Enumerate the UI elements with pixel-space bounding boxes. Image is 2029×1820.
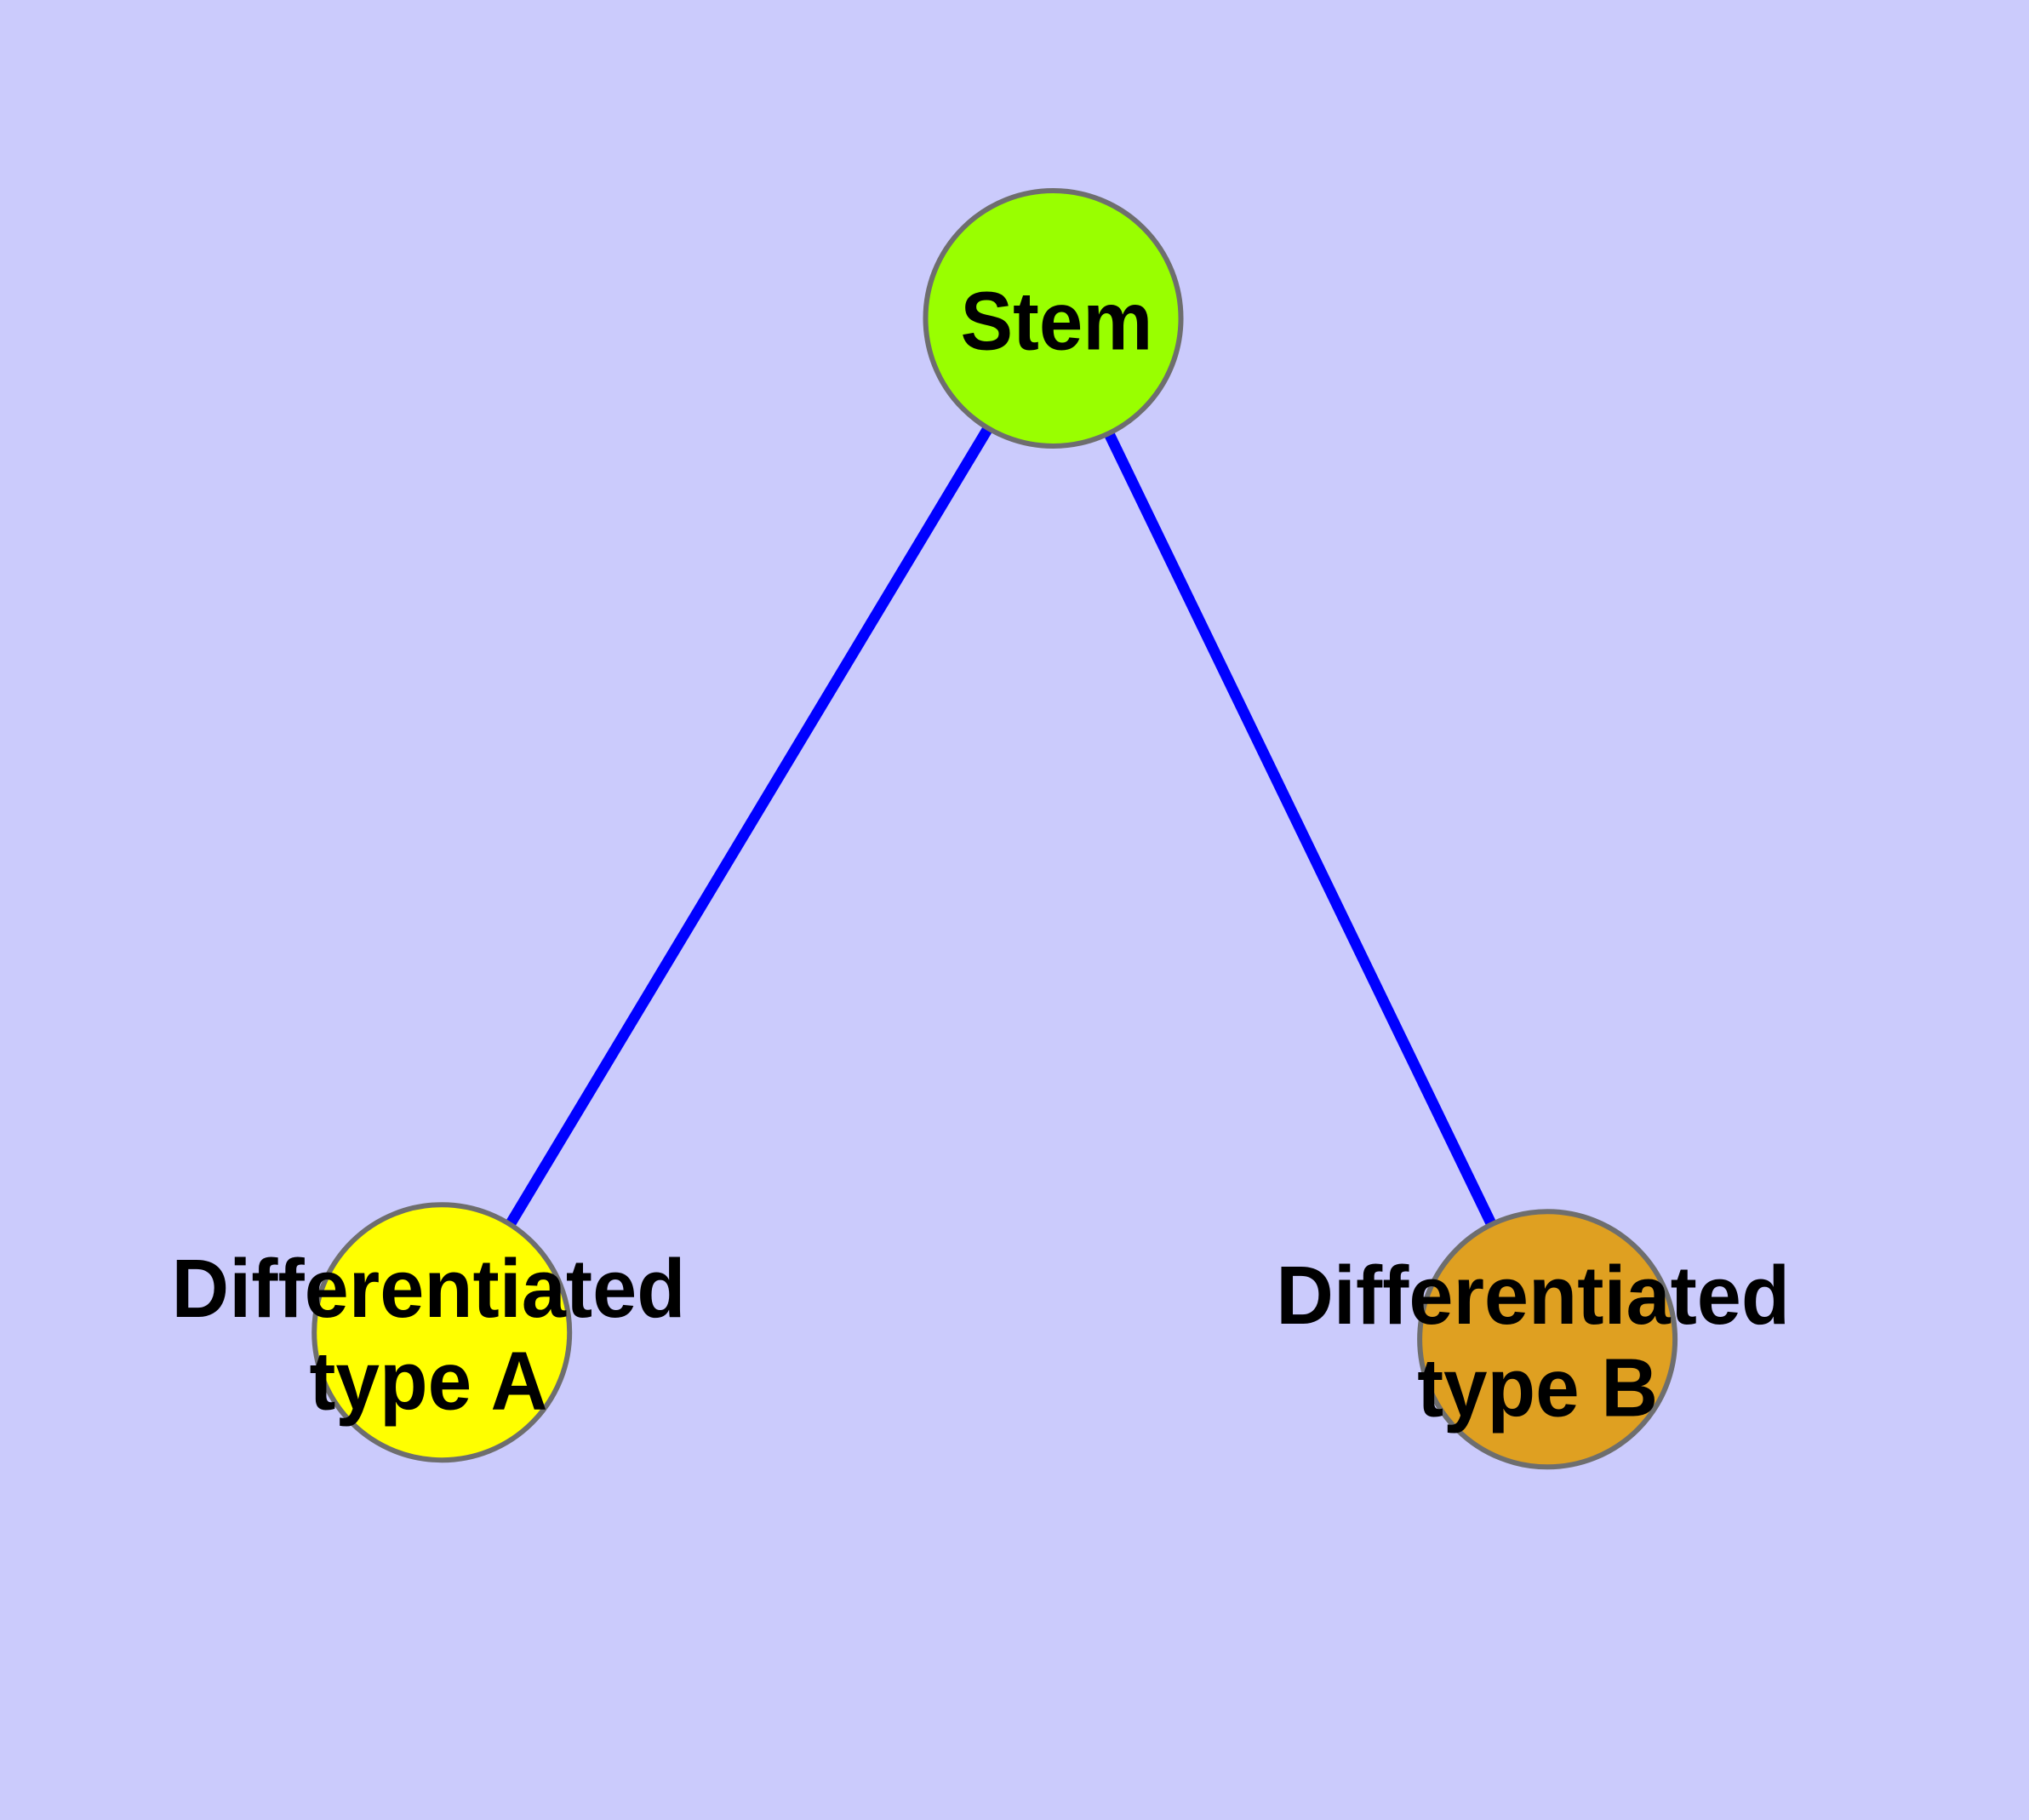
svg-text:Stem: Stem	[961, 275, 1153, 368]
svg-text:Differentiated: Differentiated	[172, 1242, 686, 1335]
svg-text:Differentiated: Differentiated	[1276, 1249, 1790, 1342]
svg-text:type B: type B	[1417, 1342, 1658, 1434]
svg-text:type A: type A	[310, 1334, 548, 1427]
